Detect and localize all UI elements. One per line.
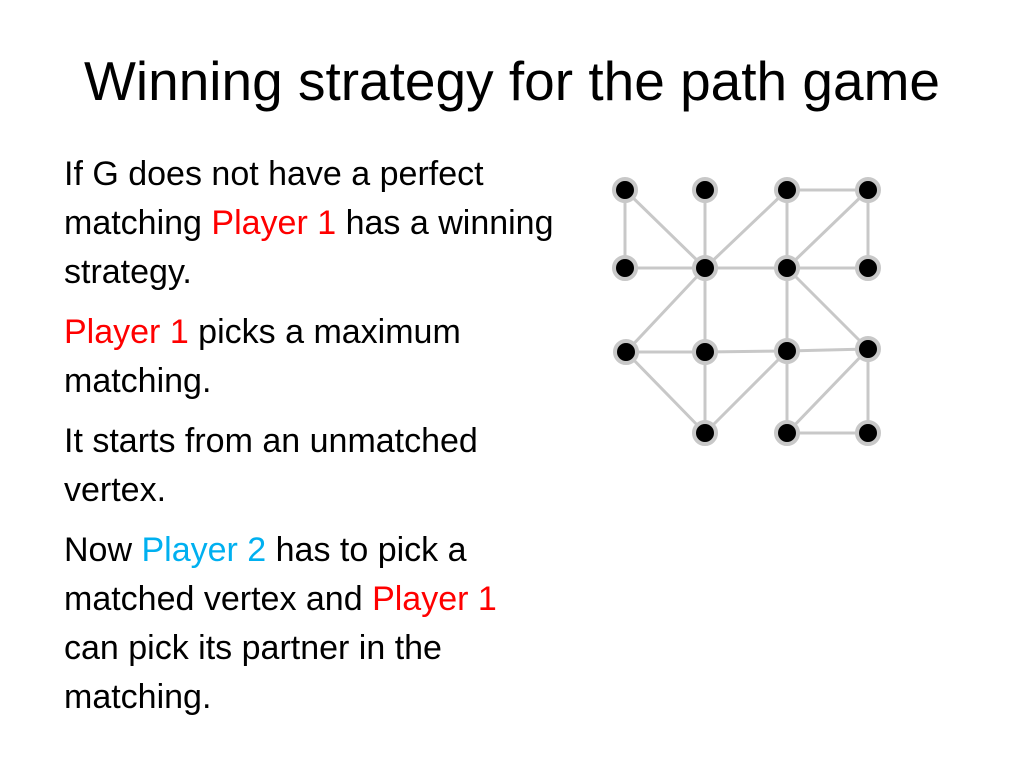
text-run: If G does not have a perfect matching bbox=[64, 155, 484, 242]
graph-vertex-a3 bbox=[774, 177, 800, 203]
text-run: has to pick a matched vertex and bbox=[64, 531, 467, 618]
graph-vertex-c4 bbox=[855, 336, 881, 362]
graph-edge-b2-c1 bbox=[624, 266, 707, 354]
slide-title: Winning strategy for the path game bbox=[83, 50, 941, 112]
slide-body: If G does not have a perfect matching Pl… bbox=[64, 150, 554, 733]
text-run: has a winning strategy. bbox=[64, 204, 554, 291]
graph-edge-b3-c4 bbox=[785, 266, 870, 351]
graph-edge-c3-c4 bbox=[785, 347, 870, 353]
graph-vertex-d3 bbox=[774, 420, 800, 446]
graph-vertex-b2 bbox=[692, 255, 718, 281]
graph-edge-c3-d2 bbox=[703, 349, 789, 435]
graph-vertex-a2 bbox=[692, 177, 718, 203]
player2-label: Player 2 bbox=[141, 531, 267, 569]
graph-vertex-d4 bbox=[855, 420, 881, 446]
graph-vertex-b3 bbox=[774, 255, 800, 281]
player1-label: Player 1 bbox=[211, 204, 337, 242]
player1-label: Player 1 bbox=[64, 313, 189, 351]
graph-vertex-c3 bbox=[774, 338, 800, 364]
paragraph-2: Player 1 picks a maximum matching. bbox=[64, 308, 554, 406]
text-run: picks a maximum matching. bbox=[64, 313, 461, 400]
text-run: can pick its partner in the matching. bbox=[64, 629, 442, 716]
graph-edge-c2-c3 bbox=[703, 349, 789, 354]
graph-diagram bbox=[612, 177, 881, 446]
paragraph-4: Now Player 2 has to pick a matched verte… bbox=[64, 526, 554, 722]
paragraph-1: If G does not have a perfect matching Pl… bbox=[64, 150, 554, 297]
graph-vertex-c2 bbox=[692, 339, 718, 365]
graph-vertex-a4 bbox=[855, 177, 881, 203]
player1-label: Player 1 bbox=[372, 580, 497, 618]
graph-edge-a1-b2 bbox=[623, 188, 707, 270]
graph-edge-a4-b3 bbox=[785, 188, 870, 270]
graph-vertex-b1 bbox=[612, 255, 638, 281]
graph-edge-c1-d2 bbox=[624, 350, 707, 435]
graph-edge-c4-d3 bbox=[785, 347, 870, 435]
paragraph-3: It starts from an unmatched vertex. bbox=[64, 417, 554, 515]
graph-edge-a3-b2 bbox=[703, 188, 789, 270]
text-run: Now bbox=[64, 531, 142, 569]
graph-vertex-a1 bbox=[612, 177, 638, 203]
text-run: It starts from an unmatched vertex. bbox=[64, 422, 478, 509]
graph-vertices bbox=[612, 177, 881, 446]
graph-vertex-c1 bbox=[613, 339, 639, 365]
graph-vertex-b4 bbox=[855, 255, 881, 281]
graph-edges bbox=[623, 188, 870, 435]
graph-vertex-d2 bbox=[692, 420, 718, 446]
